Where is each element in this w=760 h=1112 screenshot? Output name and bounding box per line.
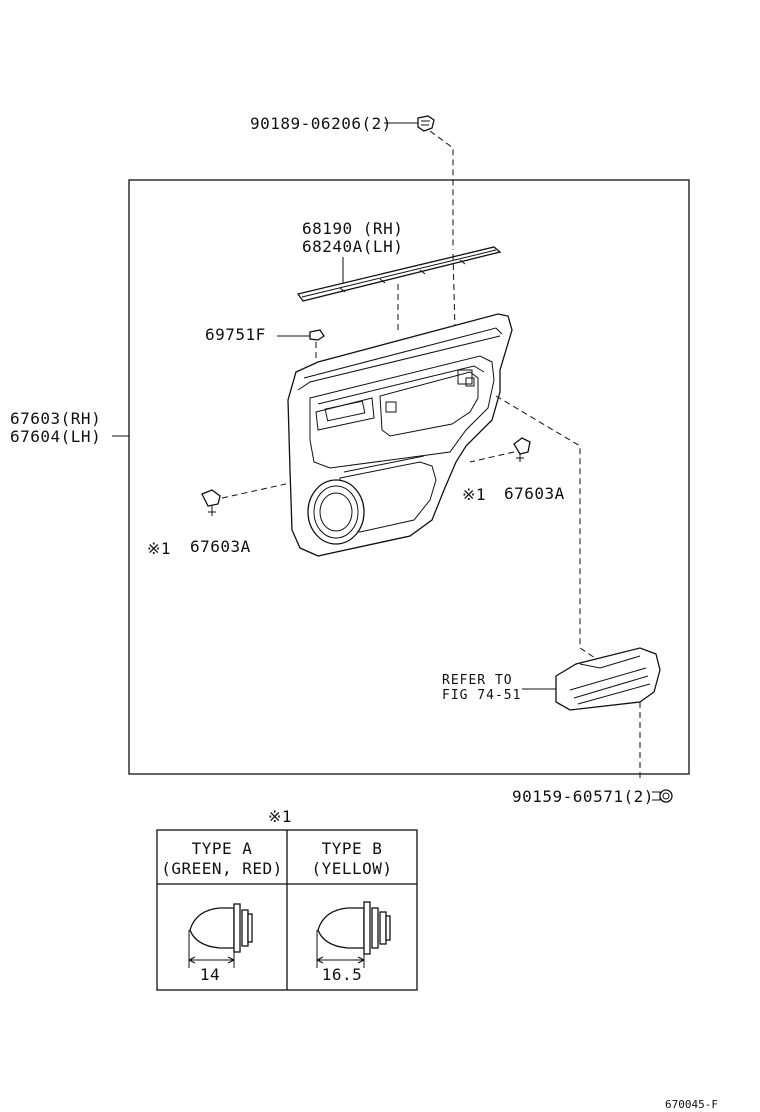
type-a-dim: 14 bbox=[200, 965, 220, 984]
type-a-title: TYPE A bbox=[192, 839, 253, 858]
type-b-dim: 16.5 bbox=[322, 965, 363, 984]
door-trim-panel-icon bbox=[287, 313, 513, 557]
screw-bottom-icon bbox=[652, 789, 673, 803]
label-refer-line1[interactable]: REFER TO bbox=[442, 673, 513, 688]
label-clip-left-mark[interactable]: ※1 bbox=[147, 539, 171, 558]
assembly-frame bbox=[128, 179, 690, 775]
clip-left-icon bbox=[201, 489, 221, 516]
type-b-color: (YELLOW) bbox=[311, 859, 392, 878]
label-trim-rh[interactable]: 67603(RH) bbox=[10, 409, 101, 428]
clip-type-b-icon bbox=[316, 901, 391, 968]
figure-code: 670045-F bbox=[665, 1098, 718, 1111]
type-b-title: TYPE B bbox=[322, 839, 383, 858]
label-clip-right-code[interactable]: 67603A bbox=[504, 484, 565, 503]
table-mark: ※1 bbox=[268, 807, 292, 826]
armrest-icon bbox=[555, 647, 661, 711]
label-screw-top[interactable]: 90189-06206(2) bbox=[250, 114, 392, 133]
label-clip-69751f[interactable]: 69751F bbox=[205, 325, 266, 344]
clip-69751f-icon bbox=[309, 329, 325, 341]
clip-type-a-icon bbox=[188, 903, 253, 968]
label-clip-left-code[interactable]: 67603A bbox=[190, 537, 251, 556]
moulding-strip-icon bbox=[296, 246, 502, 302]
label-refer-line2[interactable]: FIG 74-51 bbox=[442, 688, 521, 703]
label-moulding-rh[interactable]: 68190 (RH) bbox=[302, 219, 403, 238]
label-screw-bottom[interactable]: 90159-60571(2) bbox=[512, 787, 654, 806]
screw-top-icon bbox=[417, 115, 435, 132]
label-clip-right-mark[interactable]: ※1 bbox=[462, 485, 486, 504]
type-a-color: (GREEN, RED) bbox=[161, 859, 283, 878]
label-trim-lh[interactable]: 67604(LH) bbox=[10, 427, 101, 446]
clip-right-icon bbox=[513, 437, 531, 462]
label-moulding-lh[interactable]: 68240A(LH) bbox=[302, 237, 403, 256]
